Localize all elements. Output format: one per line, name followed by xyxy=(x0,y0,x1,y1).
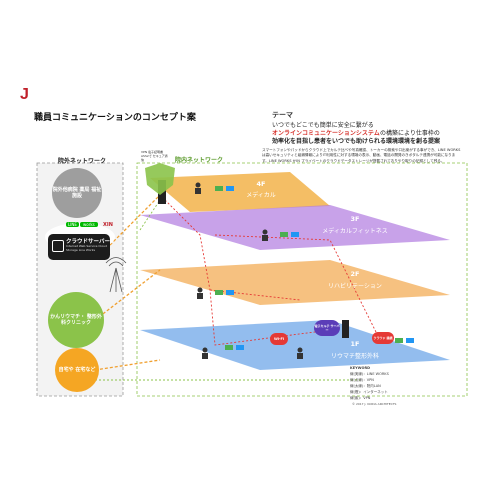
floor-3f-plane xyxy=(140,205,450,250)
floor-2f-number: 2F xyxy=(350,270,360,278)
floor-4f-number: 4F xyxy=(256,180,266,188)
theme-line-4: 効率化を目指し患者をいつでも助けられる環境環境を創る提案 xyxy=(272,138,441,145)
floor-3f-name: メディカルフィットネス xyxy=(322,228,388,235)
floor-2f-name: リハビリテーション xyxy=(328,283,382,290)
outside-network-label: 院外ネットワーク xyxy=(58,158,107,165)
floor-4f-name: メディカル xyxy=(246,192,276,199)
legend-title: KEYWORD xyxy=(350,366,371,370)
floor-1f-plane xyxy=(140,320,450,370)
wifi-node: Wi-Fi xyxy=(270,333,288,345)
chart-server-icon xyxy=(342,320,349,338)
line-badge: LINE xyxy=(66,222,79,227)
copyright: © 2017 J. KOIDA ARCHITECTS xyxy=(352,402,397,406)
vpn-label: VPN 電子証明書 ASS2で セキュア通信 xyxy=(141,150,168,162)
company-logo: J xyxy=(20,86,29,103)
theme-line-1: いつでもどこでも簡単に安全に繋がる xyxy=(272,122,374,129)
floor-1f-number: 1F xyxy=(350,340,360,348)
floor-1f-name: リウマチ整形外科 xyxy=(330,353,379,360)
legend-row: 線(太線)：院内LAN xyxy=(350,384,381,388)
line-works-badge: works xyxy=(80,222,98,227)
cloud-server-name: クラウドサーバー xyxy=(66,239,110,245)
electronic-chart-node: 電子カルテ サーバー xyxy=(314,320,340,336)
theme-label: テーマ xyxy=(272,111,293,119)
floor-2f-plane xyxy=(140,260,450,305)
floor-4f-plane xyxy=(150,172,330,212)
server-icon xyxy=(52,240,64,252)
cloud-server-box: クラウドサーバー Internet Web Service Cloud Stor… xyxy=(48,234,110,260)
inside-network-zone xyxy=(136,162,468,397)
clinic-node: かんリウマチ・ 整形外科クリニック xyxy=(48,292,104,348)
legend-row: 線(実線)：LINE WORKS xyxy=(350,372,389,376)
floor-3f-number: 3F xyxy=(350,215,360,223)
legend-row: 線(点線)：VPN xyxy=(350,378,374,382)
legend-row: 線(紫)：VPN xyxy=(350,396,371,400)
legend: KEYWORD 線(実線)：LINE WORKS 線(点線)：VPN 線(太線)… xyxy=(350,365,470,401)
theme-line-3: の構築により仕事枠の xyxy=(380,130,440,137)
cloud-server-sub: Internet Web Service Cloud Storage Line … xyxy=(66,244,107,252)
theme-line-2: オンラインコミュニケーションシステム xyxy=(272,130,380,137)
external-hospital-node: 院外他病院 薬局 福祉施設 xyxy=(52,168,102,218)
legend-row: 線(橙)：インターネット xyxy=(350,390,388,394)
description-text: スマートフォンやパッドからクラウド上でカルテ比べや写真確認、トーカーの検索や口出… xyxy=(262,148,461,163)
inside-network-label: 院内ネットワーク xyxy=(175,157,224,164)
home-node: 自宅や 在宅など xyxy=(55,348,99,392)
cloud-connect-node: クラウド 接続 xyxy=(372,332,394,344)
xin-label: XIN xyxy=(103,222,113,228)
vpn-shield-icon xyxy=(145,163,175,195)
antenna-icon xyxy=(105,257,127,293)
page-title: 職員コミュニケーションのコンセプト案 xyxy=(34,113,196,123)
